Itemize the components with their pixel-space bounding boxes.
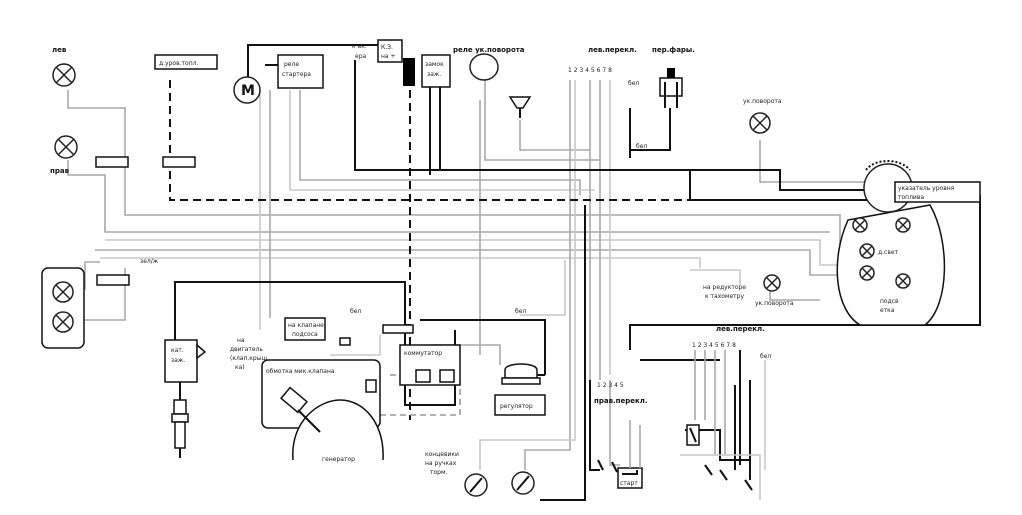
ignition-lock-label-2: заж.	[427, 71, 441, 78]
akb-label-1: к ак.	[352, 43, 367, 50]
fuel-gauge-box	[894, 181, 981, 203]
ignition-lock-label-1: замок	[425, 61, 444, 68]
turn-indicator-bottom-lamp	[763, 274, 781, 292]
horn	[508, 96, 532, 118]
turn-indicator-top-lamp	[749, 112, 771, 134]
spark-plug	[171, 399, 189, 458]
commutator-connector	[382, 324, 414, 334]
rear-light-block	[41, 267, 85, 349]
brake-label-3: торм.	[430, 469, 448, 476]
engine-label-4: ка)	[235, 364, 245, 371]
left-switch-bottom-body	[680, 350, 766, 500]
turn-relay	[469, 53, 499, 81]
reducer-label-1: на редукторе	[703, 284, 746, 291]
cluster-lamp-3	[859, 243, 875, 259]
starter-relay	[277, 54, 324, 89]
small-connector	[339, 337, 351, 346]
podsvetka-label-1: подсв	[880, 298, 899, 305]
cluster-lamp-5	[895, 273, 911, 289]
fuel-sensor-label: д.уров.топл.	[159, 60, 198, 67]
commutator-label: коммутатор	[404, 350, 442, 357]
ignition-lock	[421, 54, 451, 88]
right-switch-pins: 1 2 3 4 5	[597, 382, 624, 389]
left-turn-lamp	[52, 63, 76, 87]
kz-box	[377, 39, 403, 63]
brake-label-2: на ручках	[425, 460, 457, 467]
right-switch-contact-2	[611, 461, 618, 473]
left-switch-top-label: лев.перекл.	[588, 46, 637, 54]
zel-zh-label: зел/ж	[140, 258, 159, 265]
akb-label-2: ера	[355, 53, 367, 60]
bel-mid-label: бел	[350, 308, 361, 315]
right-switch-contact-1	[597, 459, 604, 471]
engine-label-3: (клап.крыш	[230, 355, 267, 362]
choke-label-2: подсоса	[292, 331, 318, 338]
switch-pins-top: 1 2 3 4 5 6 7 8	[568, 67, 612, 74]
motor-label: M	[241, 83, 255, 99]
choke-label-1: на клапане	[288, 322, 324, 329]
turn-relay-label: реле ук.поворота	[453, 46, 525, 54]
cluster-lamp-4	[859, 265, 875, 281]
reducer-label-2: к тахометру	[705, 293, 744, 300]
instrument-cluster	[836, 160, 946, 326]
black-wires	[174, 44, 981, 501]
fuel-sensor-box	[154, 54, 218, 70]
start-button	[617, 420, 643, 489]
regulator-label: регулятор	[500, 403, 533, 410]
fuel-gauge-label-1: указатель уровня	[898, 185, 955, 192]
bel-reg-label: бел	[515, 308, 526, 315]
start-label: старт	[620, 480, 638, 487]
gray-harness	[67, 80, 880, 470]
starter-relay-label-2: стартера	[282, 71, 311, 78]
starter-relay-label-1: реле	[284, 61, 299, 68]
podsvetka-label-2: етка	[880, 307, 895, 314]
generator	[280, 386, 384, 461]
turn-indicator-top-label: ук.поворота	[743, 98, 782, 105]
headlight-lamp	[659, 68, 683, 108]
coil-tab	[196, 343, 207, 360]
coil-label-2: заж.	[171, 357, 185, 364]
starter-motor: M	[233, 76, 261, 104]
right-switch-label: прав.перекл.	[594, 397, 648, 405]
bel-label-headlight: бел	[636, 143, 647, 150]
d-svet-label: д.свет	[878, 249, 899, 256]
connector-rear	[96, 274, 130, 286]
left-switch-bottom-label: лев.перекл.	[716, 325, 765, 333]
engine-label-1: на	[237, 337, 245, 344]
bel-bottom-label: бел	[760, 353, 771, 360]
engine-label-2: двигатель	[230, 346, 263, 353]
choke-valve-box	[284, 317, 326, 341]
right-lamp-label: прав	[50, 167, 70, 175]
commutator-plug-2	[439, 369, 455, 383]
regulator-box	[494, 394, 546, 416]
winding-label: обмотка мик.клапана	[266, 368, 335, 375]
regulator-unit	[501, 363, 541, 385]
generator-plug	[365, 379, 377, 393]
connector-fuel	[162, 156, 196, 168]
cluster-lamp-1	[852, 217, 868, 233]
turn-indicator-bottom-label: ук.поворота	[755, 300, 794, 307]
right-turn-lamp	[54, 135, 78, 159]
left-lamp-label: лев	[52, 46, 67, 54]
headlight-label: пер.фары.	[652, 46, 695, 54]
fuse-block	[403, 58, 415, 86]
kz-label-1: К.З.	[381, 44, 393, 51]
commutator-plug-1	[415, 369, 431, 383]
fuel-gauge-label-2: топлива	[898, 194, 924, 201]
brake-switch-right	[511, 471, 535, 495]
bel-label-top: бел	[628, 80, 639, 87]
generator-label: генератор	[322, 456, 355, 463]
connector-left	[95, 156, 129, 168]
cluster-lamp-2	[895, 217, 911, 233]
coil-label-1: кат.	[171, 347, 184, 354]
brake-switch-left	[464, 473, 488, 497]
brake-label-1: концевики	[425, 451, 459, 458]
kz-label-2: на +	[381, 53, 396, 60]
switch-pins-bottom: 1 2 3 4 5 6 7 8	[692, 342, 736, 349]
